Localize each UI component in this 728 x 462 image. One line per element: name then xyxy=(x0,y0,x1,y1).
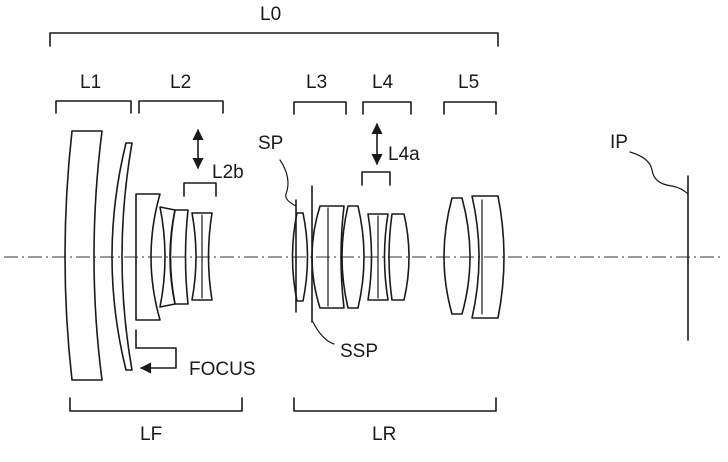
label-lr: LR xyxy=(372,424,396,445)
label-l1: L1 xyxy=(80,72,101,93)
bracket-l5 xyxy=(443,101,497,115)
bracket-l4 xyxy=(362,101,412,115)
label-ip: IP xyxy=(610,132,628,153)
sp-leader xyxy=(279,159,297,207)
bracket-lr xyxy=(293,397,497,412)
ip-leader xyxy=(629,151,689,195)
bracket-lf xyxy=(69,397,243,412)
label-l4a: L4a xyxy=(388,144,420,165)
lens-l5-element-1 xyxy=(443,197,471,315)
lens-l3-element-3 xyxy=(341,205,365,309)
lens-l3-element-2 xyxy=(311,205,345,309)
lens-l2-element-3 xyxy=(169,209,189,305)
bracket-l3 xyxy=(293,101,347,115)
label-l3: L3 xyxy=(306,72,327,93)
lens-l2-element-1 xyxy=(135,193,161,321)
label-l2: L2 xyxy=(170,72,191,93)
label-l0: L0 xyxy=(260,4,281,25)
lens-l4-element-2 xyxy=(388,213,410,301)
label-sp: SP xyxy=(258,133,283,154)
label-lf: LF xyxy=(140,424,162,445)
bracket-l4a xyxy=(361,171,391,186)
focus-leader xyxy=(135,329,177,374)
bracket-l0 xyxy=(49,32,499,47)
ssp-leader xyxy=(312,321,335,345)
bracket-l2b xyxy=(183,182,217,197)
lens-l1-element-2 xyxy=(111,142,133,371)
bracket-l2 xyxy=(138,100,224,114)
lens-l5-element-2 xyxy=(471,195,505,319)
lens-l3-element-1 xyxy=(291,212,309,302)
label-l5: L5 xyxy=(458,72,479,93)
label-l2b: L2b xyxy=(212,162,244,183)
label-focus: FOCUS xyxy=(189,359,256,380)
lens-l2-element-4 xyxy=(191,212,213,301)
bracket-l1 xyxy=(55,100,132,114)
label-l4: L4 xyxy=(372,72,394,93)
lens-l1-element-1 xyxy=(64,130,103,381)
label-ssp: SSP xyxy=(340,341,378,362)
lens-l4-element-1 xyxy=(367,213,389,301)
